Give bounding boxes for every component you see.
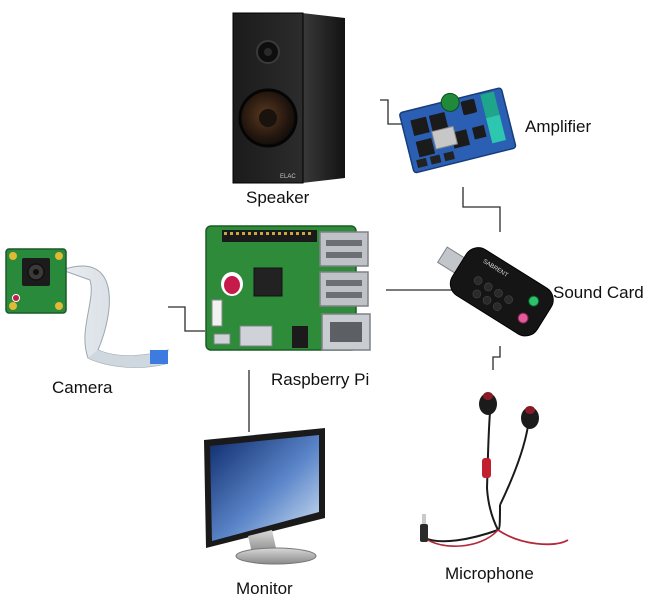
monitor-image — [204, 428, 325, 565]
raspberry-logo — [221, 272, 243, 296]
label-camera: Camera — [52, 378, 113, 397]
sound-card-image: SABRENT — [436, 246, 554, 337]
microphone-image — [420, 392, 569, 547]
label-sound-card: Sound Card — [553, 283, 644, 302]
amplifier-image — [399, 87, 517, 174]
label-speaker: Speaker — [246, 188, 310, 207]
speaker-image: ELAC — [232, 12, 345, 184]
line-speaker-amplifier — [380, 99, 405, 125]
connector-lines — [168, 99, 501, 432]
earbud-right — [521, 407, 539, 429]
label-monitor: Monitor — [236, 579, 293, 598]
label-amplifier: Amplifier — [525, 117, 592, 136]
line-amplifier-soundcard — [462, 187, 501, 232]
raspberry-pi-image — [205, 225, 371, 351]
earbud-left — [479, 393, 497, 415]
camera-image — [5, 248, 169, 368]
label-raspberry-pi: Raspberry Pi — [271, 370, 370, 389]
monitor-base — [235, 547, 317, 565]
line-camera-pi — [168, 306, 205, 332]
inline-mic — [482, 458, 491, 478]
label-microphone: Microphone — [445, 564, 534, 583]
line-soundcard-microphone — [492, 346, 501, 370]
speaker-badge: ELAC — [280, 174, 296, 180]
